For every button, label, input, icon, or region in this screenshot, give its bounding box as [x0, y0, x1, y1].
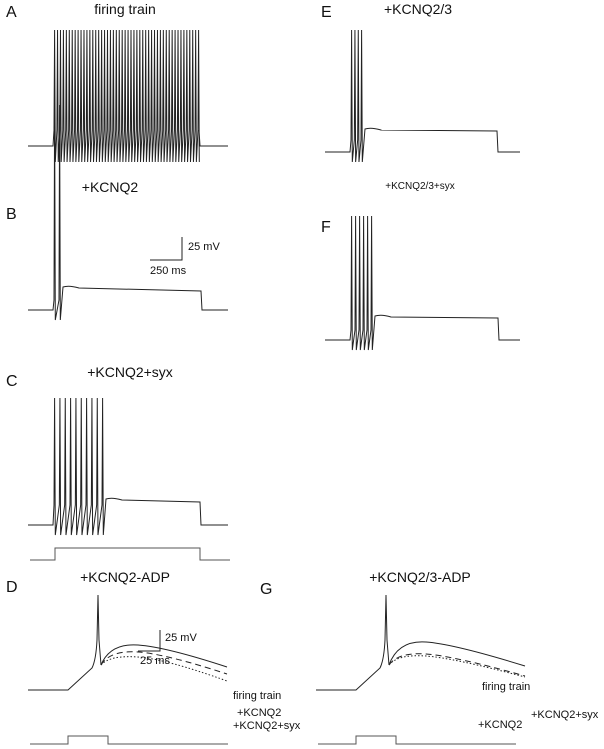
- trace-e-kcnq2-3: [325, 29, 520, 163]
- trace-g-spike: [316, 594, 390, 691]
- panel-title-a: firing train: [94, 1, 156, 17]
- scale-time-b: 250 ms: [150, 265, 187, 277]
- panel-title-g: +KCNQ2/3-ADP: [369, 569, 471, 585]
- scale-bar-d: [138, 630, 161, 652]
- panel-title-d: +KCNQ2-ADP: [80, 569, 170, 585]
- stimulus-step-c: [30, 547, 230, 561]
- legend-d-firing-train: firing train: [233, 690, 282, 702]
- legend-g-firing-train: firing train: [482, 681, 531, 693]
- scale-time-d: 25 ms: [140, 655, 170, 667]
- trace-d-adp-0: [100, 644, 228, 668]
- trace-d-adp-1: [100, 651, 228, 675]
- panel-title-c: +KCNQ2+syx: [87, 364, 173, 380]
- trace-d-adp-2: [100, 656, 228, 682]
- panel-label-f: F: [321, 219, 331, 236]
- trace-c-kcnq2-syx: [28, 397, 228, 536]
- panel-label-d: D: [6, 579, 18, 596]
- panel-label-c: C: [6, 373, 18, 390]
- panel-label-b: B: [6, 206, 17, 223]
- legend-d-kcnq2-syx: +KCNQ2+syx: [233, 720, 301, 732]
- trace-d-spike: [28, 594, 102, 691]
- panel-label-g: G: [260, 581, 273, 598]
- panel-title-b: +KCNQ2: [81, 179, 139, 195]
- trace-g-adp-1: [388, 653, 526, 677]
- panel-title-e: +KCNQ2/3: [383, 1, 453, 17]
- trace-d-stimulus-step: [30, 735, 228, 745]
- panel-label-a: A: [6, 4, 17, 21]
- trace-g-adp-2: [388, 655, 526, 678]
- panel-title-f: +KCNQ2/3+syx: [385, 181, 455, 192]
- legend-d-kcnq2: +KCNQ2: [237, 707, 282, 719]
- panel-label-e: E: [321, 4, 332, 21]
- trace-g-stimulus-step: [318, 735, 516, 745]
- trace-f-kcnq2-3-syx: [325, 215, 520, 351]
- trace-g-adp-0: [388, 641, 526, 667]
- legend-g-kcnq2: +KCNQ2: [478, 719, 523, 731]
- legend-g-kcnq2-syx: +KCNQ2+syx: [531, 709, 599, 721]
- scale-voltage-b: 25 mV: [188, 241, 220, 253]
- scale-bar-b: [150, 237, 183, 261]
- trace-a-firing-train: [28, 29, 228, 163]
- scale-voltage-d: 25 mV: [165, 632, 197, 644]
- trace-b-kcnq2: [28, 104, 228, 321]
